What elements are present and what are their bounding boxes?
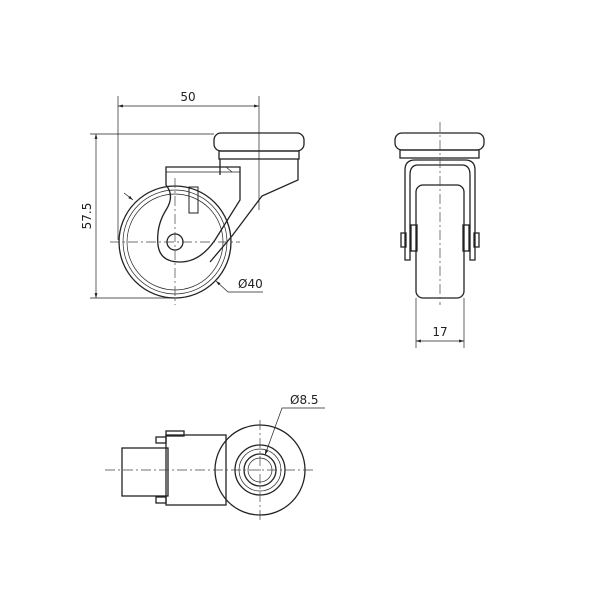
fork-arm [209,159,299,263]
dim-wheel-diameter: Ø40 [238,277,263,291]
stem-housing [121,447,169,497]
front-view: 17 [394,122,485,348]
front-fork [404,159,476,261]
side-view: 50 57.5 Ø40 [80,90,305,305]
dim-height: 57.5 [80,203,94,230]
label-plate [188,186,199,214]
dim-bolt-hole: Ø8.5 [290,393,319,407]
fork-body [157,166,241,263]
dim-wheel-width: 17 [432,325,447,339]
dim-width: 50 [180,90,195,104]
front-mounting-plate [394,132,485,151]
bottom-view: Ø8.5 [105,393,325,522]
